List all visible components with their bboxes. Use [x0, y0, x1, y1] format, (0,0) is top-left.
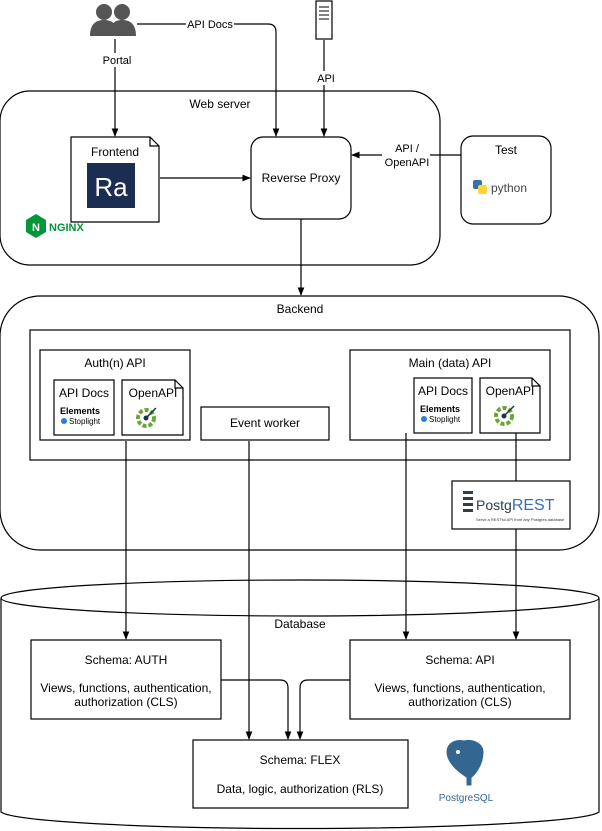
main-api-docs-box [413, 377, 473, 434]
main-openapi-label: OpenAPI [486, 384, 535, 398]
auth-api-docs-box [53, 379, 115, 436]
api-docs-edge-label: API Docs [187, 19, 233, 31]
auth-elements-label: Elements [60, 406, 100, 416]
auth-openapi-label: OpenAPI [129, 386, 178, 400]
main-stoplight-label: Stoplight [429, 415, 461, 424]
users-icon [90, 4, 136, 36]
openapi-icon [494, 405, 515, 426]
server-icon [315, 0, 333, 40]
schema-api-desc-2: authorization (CLS) [408, 695, 511, 709]
nginx-logo: N NGINX [26, 214, 85, 238]
test-box [460, 135, 552, 225]
main-api-title: Main (data) API [409, 356, 492, 370]
test-edge-label-2: OpenAPI [385, 157, 430, 169]
reverse-proxy-label: Reverse Proxy [262, 171, 341, 185]
openapi-icon [136, 407, 157, 428]
event-worker-label: Event worker [230, 416, 300, 430]
schema-api-box [349, 639, 571, 720]
schema-auth-desc-1: Views, functions, authentication, [40, 681, 211, 695]
schema-api-title: Schema: API [425, 653, 494, 667]
stoplight-icon [61, 418, 67, 424]
svg-text:N: N [32, 222, 40, 234]
auth-api-docs-label: API Docs [59, 386, 109, 400]
schema-auth-box [30, 639, 222, 720]
svg-text:PostgREST: PostgREST [476, 497, 555, 514]
main-openapi-box [479, 377, 541, 434]
schema-flex-title: Schema: FLEX [260, 753, 341, 767]
python-logo: python [473, 180, 527, 195]
edge-api-docs [137, 23, 280, 137]
schema-auth-title: Schema: AUTH [85, 653, 168, 667]
edge-api-flex [296, 679, 350, 740]
schema-flex-box [192, 739, 409, 809]
client-api-label: API [317, 73, 335, 85]
backend-title: Backend [277, 302, 324, 316]
portal-label: Portal [103, 55, 132, 67]
schema-api-desc-1: Views, functions, authentication, [374, 681, 545, 695]
postgresql-logo: PostgreSQL [439, 739, 494, 804]
svg-text:python: python [491, 181, 527, 195]
svg-text:Serve a RESTful API from any P: Serve a RESTful API from any Postgres da… [476, 517, 565, 522]
stoplight-icon [421, 416, 427, 422]
auth-stoplight-label: Stoplight [69, 417, 101, 426]
schema-flex-desc: Data, logic, authorization (RLS) [217, 782, 384, 796]
edge-auth-flex [221, 679, 292, 740]
svg-text:Ra: Ra [94, 172, 128, 202]
svg-text:NGINX: NGINX [49, 222, 85, 234]
test-edge-label-1: API / [395, 143, 420, 155]
main-elements-label: Elements [420, 404, 460, 414]
postgrest-logo: PostgREST Serve a RESTful API from any P… [451, 480, 571, 530]
schema-auth-desc-2: authorization (CLS) [74, 695, 177, 709]
database-title: Database [274, 617, 326, 631]
react-admin-logo: Ra [87, 163, 135, 208]
auth-openapi-box [121, 379, 184, 436]
frontend-title: Frontend [91, 145, 139, 159]
svg-text:PostgreSQL: PostgreSQL [439, 793, 494, 804]
test-title: Test [495, 143, 518, 157]
auth-api-title: Auth(n) API [84, 356, 145, 370]
event-worker-box [200, 406, 330, 441]
main-api-docs-label: API Docs [418, 384, 468, 398]
web-server-title: Web server [189, 97, 250, 111]
